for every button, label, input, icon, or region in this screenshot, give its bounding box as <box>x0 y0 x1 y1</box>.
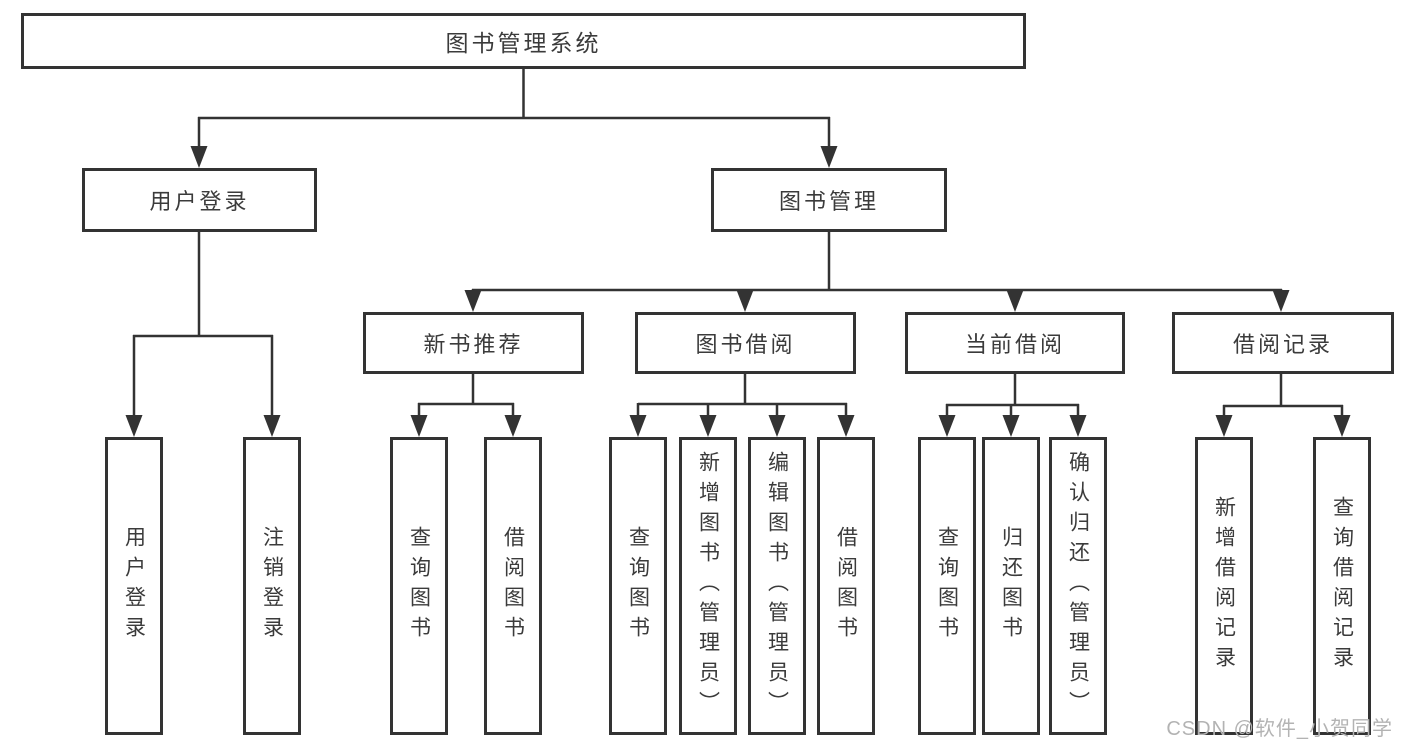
node-label: 新增图书（管理员） <box>696 451 720 721</box>
node-label: 用户登录 <box>149 189 250 214</box>
leaf-return-books: 归还图书 <box>982 437 1040 735</box>
node-book-management-branch: 图书管理 <box>711 168 947 232</box>
leaf-query-books-borrowing: 查询图书 <box>609 437 667 735</box>
leaf-add-borrow-record: 新增借阅记录 <box>1195 437 1253 735</box>
node-label: 归还图书 <box>999 526 1023 646</box>
node-book-borrowing: 图书借阅 <box>635 312 856 374</box>
leaf-query-books-current: 查询图书 <box>918 437 976 735</box>
node-label: 当前借阅 <box>964 332 1065 357</box>
leaf-add-books-admin: 新增图书（管理员） <box>679 437 737 735</box>
node-label: 编辑图书（管理员） <box>765 451 789 721</box>
node-new-book-recommendation: 新书推荐 <box>363 312 584 374</box>
leaf-query-books-recommend: 查询图书 <box>390 437 448 735</box>
csdn-watermark: CSDN @软件_小贺同学 <box>1166 718 1393 740</box>
node-label: 用户登录 <box>122 526 146 646</box>
node-label: 注销登录 <box>260 526 284 646</box>
node-library-management-system: 图书管理系统 <box>21 13 1026 69</box>
leaf-edit-books-admin: 编辑图书（管理员） <box>748 437 806 735</box>
node-label: 查询图书 <box>407 526 431 646</box>
node-label: 新增借阅记录 <box>1212 496 1236 676</box>
node-borrowing-records: 借阅记录 <box>1172 312 1394 374</box>
node-label: 查询图书 <box>935 526 959 646</box>
leaf-borrow-books-recommend: 借阅图书 <box>484 437 542 735</box>
leaf-user-login: 用户登录 <box>105 437 163 735</box>
leaf-logout: 注销登录 <box>243 437 301 735</box>
node-label: 图书管理 <box>778 189 879 214</box>
node-label: 图书借阅 <box>695 332 796 357</box>
leaf-borrow-books: 借阅图书 <box>817 437 875 735</box>
node-label: 查询借阅记录 <box>1330 496 1354 676</box>
node-user-login-branch: 用户登录 <box>82 168 317 232</box>
node-label: 图书管理系统 <box>445 30 602 56</box>
node-label: 确认归还（管理员） <box>1066 451 1090 721</box>
leaf-query-borrow-record: 查询借阅记录 <box>1313 437 1371 735</box>
node-label: 查询图书 <box>626 526 650 646</box>
node-current-borrowing: 当前借阅 <box>905 312 1125 374</box>
arrowheads <box>125 146 1351 437</box>
node-label: 借阅图书 <box>501 526 525 646</box>
node-label: 借阅记录 <box>1232 332 1333 357</box>
node-label: 借阅图书 <box>834 526 858 646</box>
node-label: 新书推荐 <box>423 332 524 357</box>
leaf-confirm-return-admin: 确认归还（管理员） <box>1049 437 1107 735</box>
